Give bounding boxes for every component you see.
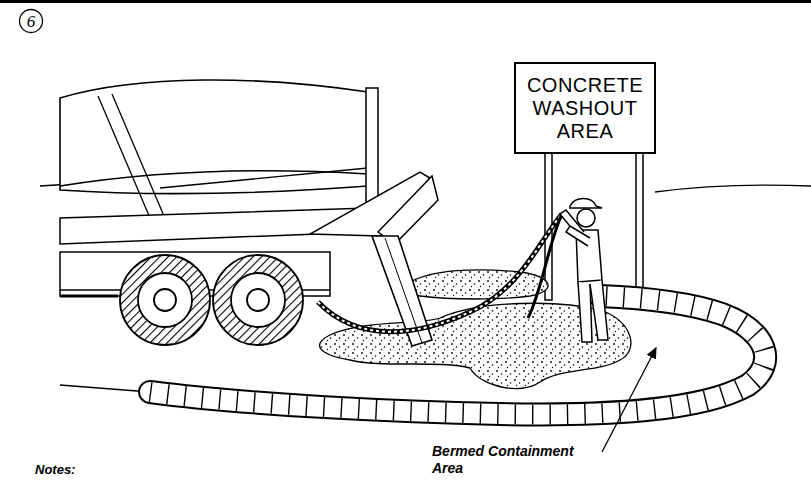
drum-line [160, 168, 368, 188]
sign-board: CONCRETE WASHOUT AREA [514, 62, 656, 154]
callout-number: 6 [27, 13, 36, 30]
sign-post [636, 150, 643, 300]
area-label: Bermed Containment Area [432, 443, 600, 477]
rim [231, 273, 285, 327]
drum-strut [98, 96, 150, 218]
arm [566, 226, 590, 246]
truck-frame [60, 208, 368, 244]
rear-wheel [213, 255, 303, 345]
wash-hose [318, 214, 562, 332]
top-border [0, 0, 811, 3]
callout-circle: 6 [18, 8, 44, 34]
wash-hose [318, 214, 562, 332]
head [577, 209, 595, 227]
drum-line [60, 171, 368, 186]
drum-strut [112, 94, 164, 216]
leg [578, 282, 592, 342]
horizon-line [655, 185, 811, 192]
ground-line [60, 385, 150, 392]
leg [590, 280, 608, 340]
worker [560, 199, 608, 343]
tire [120, 255, 210, 345]
truck-rail [60, 295, 118, 298]
hub [154, 289, 176, 311]
rim [138, 273, 192, 327]
sign-text: CONCRETE WASHOUT AREA [524, 74, 646, 143]
cap [570, 199, 602, 209]
hub [247, 289, 269, 311]
mixer-drum [60, 80, 368, 194]
rear-wheel [120, 255, 210, 345]
notes-heading: Notes: [35, 462, 115, 478]
hose-nozzle [528, 214, 562, 318]
circle-outline [20, 10, 43, 33]
leader-line [602, 348, 656, 452]
tire [213, 255, 303, 345]
washout-slurry [400, 270, 548, 299]
hopper-side [378, 176, 438, 244]
